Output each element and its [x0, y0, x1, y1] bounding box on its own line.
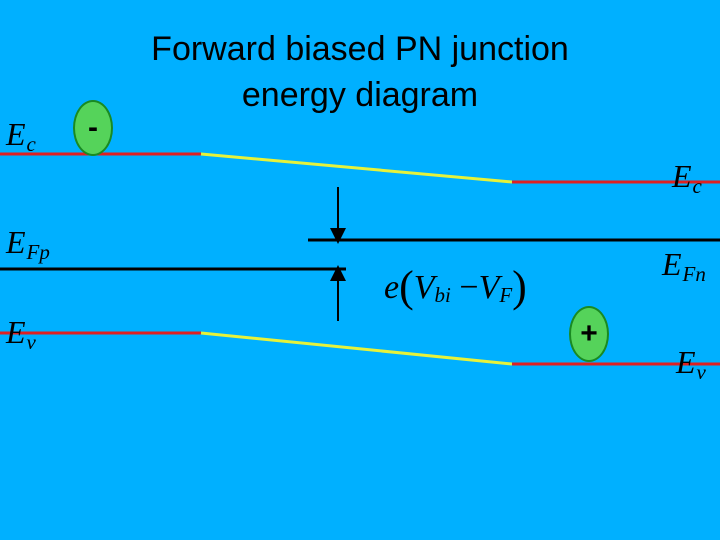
ec-depletion-band — [200, 152, 513, 184]
efp-label: EFp — [6, 224, 50, 264]
ec-right-label: Ec — [672, 158, 702, 198]
title-line-1: Forward biased PN junction — [151, 30, 569, 68]
ec-left-label: Ec — [6, 116, 36, 156]
charge-symbol: e — [384, 269, 400, 306]
close-paren: ) — [512, 262, 527, 311]
ev-left-label: Ev — [6, 314, 36, 354]
barrier-height-label: e(Vbi −VF) — [384, 258, 527, 311]
ev-depletion-band — [200, 331, 513, 366]
vf-symbol: VF — [478, 269, 513, 307]
open-paren: ( — [399, 262, 414, 311]
minus-sign: − — [450, 269, 479, 306]
efn-label: EFn — [662, 246, 706, 286]
electron-carrier: - — [73, 100, 113, 156]
vbi-symbol: Vbi — [413, 269, 451, 307]
slide-title: Forward biased PN junction energy diagra… — [100, 26, 620, 118]
ev-right-label: Ev — [676, 344, 706, 384]
hole-carrier: + — [569, 306, 609, 362]
title-line-2: energy diagram — [241, 76, 479, 114]
